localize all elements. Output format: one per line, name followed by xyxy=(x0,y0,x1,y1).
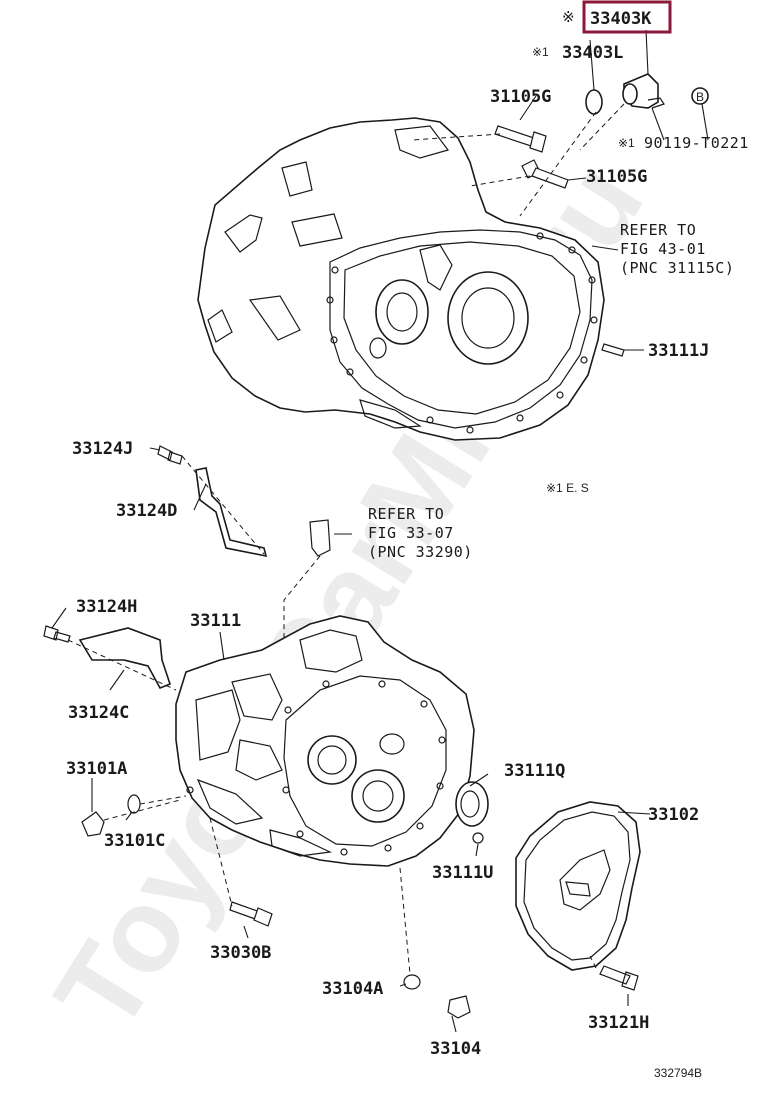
part-number-33111Q: 33111Q xyxy=(504,761,565,781)
mark-33403K: ※ xyxy=(562,8,575,26)
lower-transaxle-case xyxy=(175,615,475,867)
oil-seal-33111Q xyxy=(455,781,489,827)
part-number-33101C: 33101C xyxy=(104,831,165,851)
bolt-31105G-lower xyxy=(521,159,569,189)
pin-33111J xyxy=(601,343,625,357)
mark-33403L: ※1 xyxy=(532,45,549,59)
plug-33101A xyxy=(81,811,105,837)
gasket-33101C xyxy=(127,794,141,814)
part-number-90119-T0221: 90119-T0221 xyxy=(644,134,749,152)
part-number-33111U: 33111U xyxy=(432,863,493,883)
refer-fig-33-07-line1: REFER TO xyxy=(368,505,444,523)
circle-b-marker xyxy=(691,87,709,105)
part-number-31105G-lower: 31105G xyxy=(586,167,647,187)
o-ring-33403L xyxy=(585,89,603,115)
gasket-33104A xyxy=(403,974,421,990)
plug-33104 xyxy=(447,995,471,1019)
part-number-33403L: 33403L xyxy=(562,43,623,63)
bolt-33124H xyxy=(43,625,71,643)
shift-rod-fitting xyxy=(309,519,331,557)
side-cover-33102 xyxy=(515,801,641,971)
refer-fig-43-01-line1: REFER TO xyxy=(620,221,696,239)
bolt-33124J xyxy=(157,445,183,465)
part-number-33124J: 33124J xyxy=(72,439,133,459)
part-number-33124H: 33124H xyxy=(76,597,137,617)
mark-90119: ※1 xyxy=(618,136,635,150)
part-number-33030B: 33030B xyxy=(210,943,271,963)
part-number-33121H: 33121H xyxy=(588,1013,649,1033)
part-number-33124D: 33124D xyxy=(116,501,177,521)
bolt-33030B xyxy=(229,901,273,927)
part-number-33101A: 33101A xyxy=(66,759,127,779)
case-bolt-holes xyxy=(186,680,446,856)
part-number-31105G-upper: 31105G xyxy=(490,87,551,107)
upper-transaxle-housing xyxy=(197,117,605,441)
part-number-33104: 33104 xyxy=(430,1039,481,1059)
part-number-33104A: 33104A xyxy=(322,979,383,999)
bolt-33121H xyxy=(599,965,639,991)
footnote-es: ※1 E. S xyxy=(546,481,589,495)
bracket-33124C xyxy=(78,627,171,690)
flange-bolt-holes xyxy=(326,232,598,434)
plug-33111U xyxy=(472,832,484,844)
refer-fig-33-07-line3: (PNC 33290) xyxy=(368,543,473,561)
refer-fig-43-01-line2: FIG 43-01 xyxy=(620,240,706,258)
refer-fig-43-01-line3: (PNC 31115C) xyxy=(620,259,734,277)
speed-sensor-33403K xyxy=(622,73,665,109)
refer-fig-33-07-line2: FIG 33-07 xyxy=(368,524,454,542)
part-number-33111: 33111 xyxy=(190,611,241,631)
circle-b-text: B xyxy=(696,90,704,104)
bolt-31105G-upper xyxy=(494,125,547,153)
part-number-33111J: 33111J xyxy=(648,341,709,361)
part-number-33102: 33102 xyxy=(648,805,699,825)
figure-code: 332794B xyxy=(654,1066,702,1080)
bracket-33124D xyxy=(195,467,268,558)
highlight-box-33403K xyxy=(582,0,672,34)
part-number-33124C: 33124C xyxy=(68,703,129,723)
part-number-33403K: 33403K xyxy=(590,9,652,29)
